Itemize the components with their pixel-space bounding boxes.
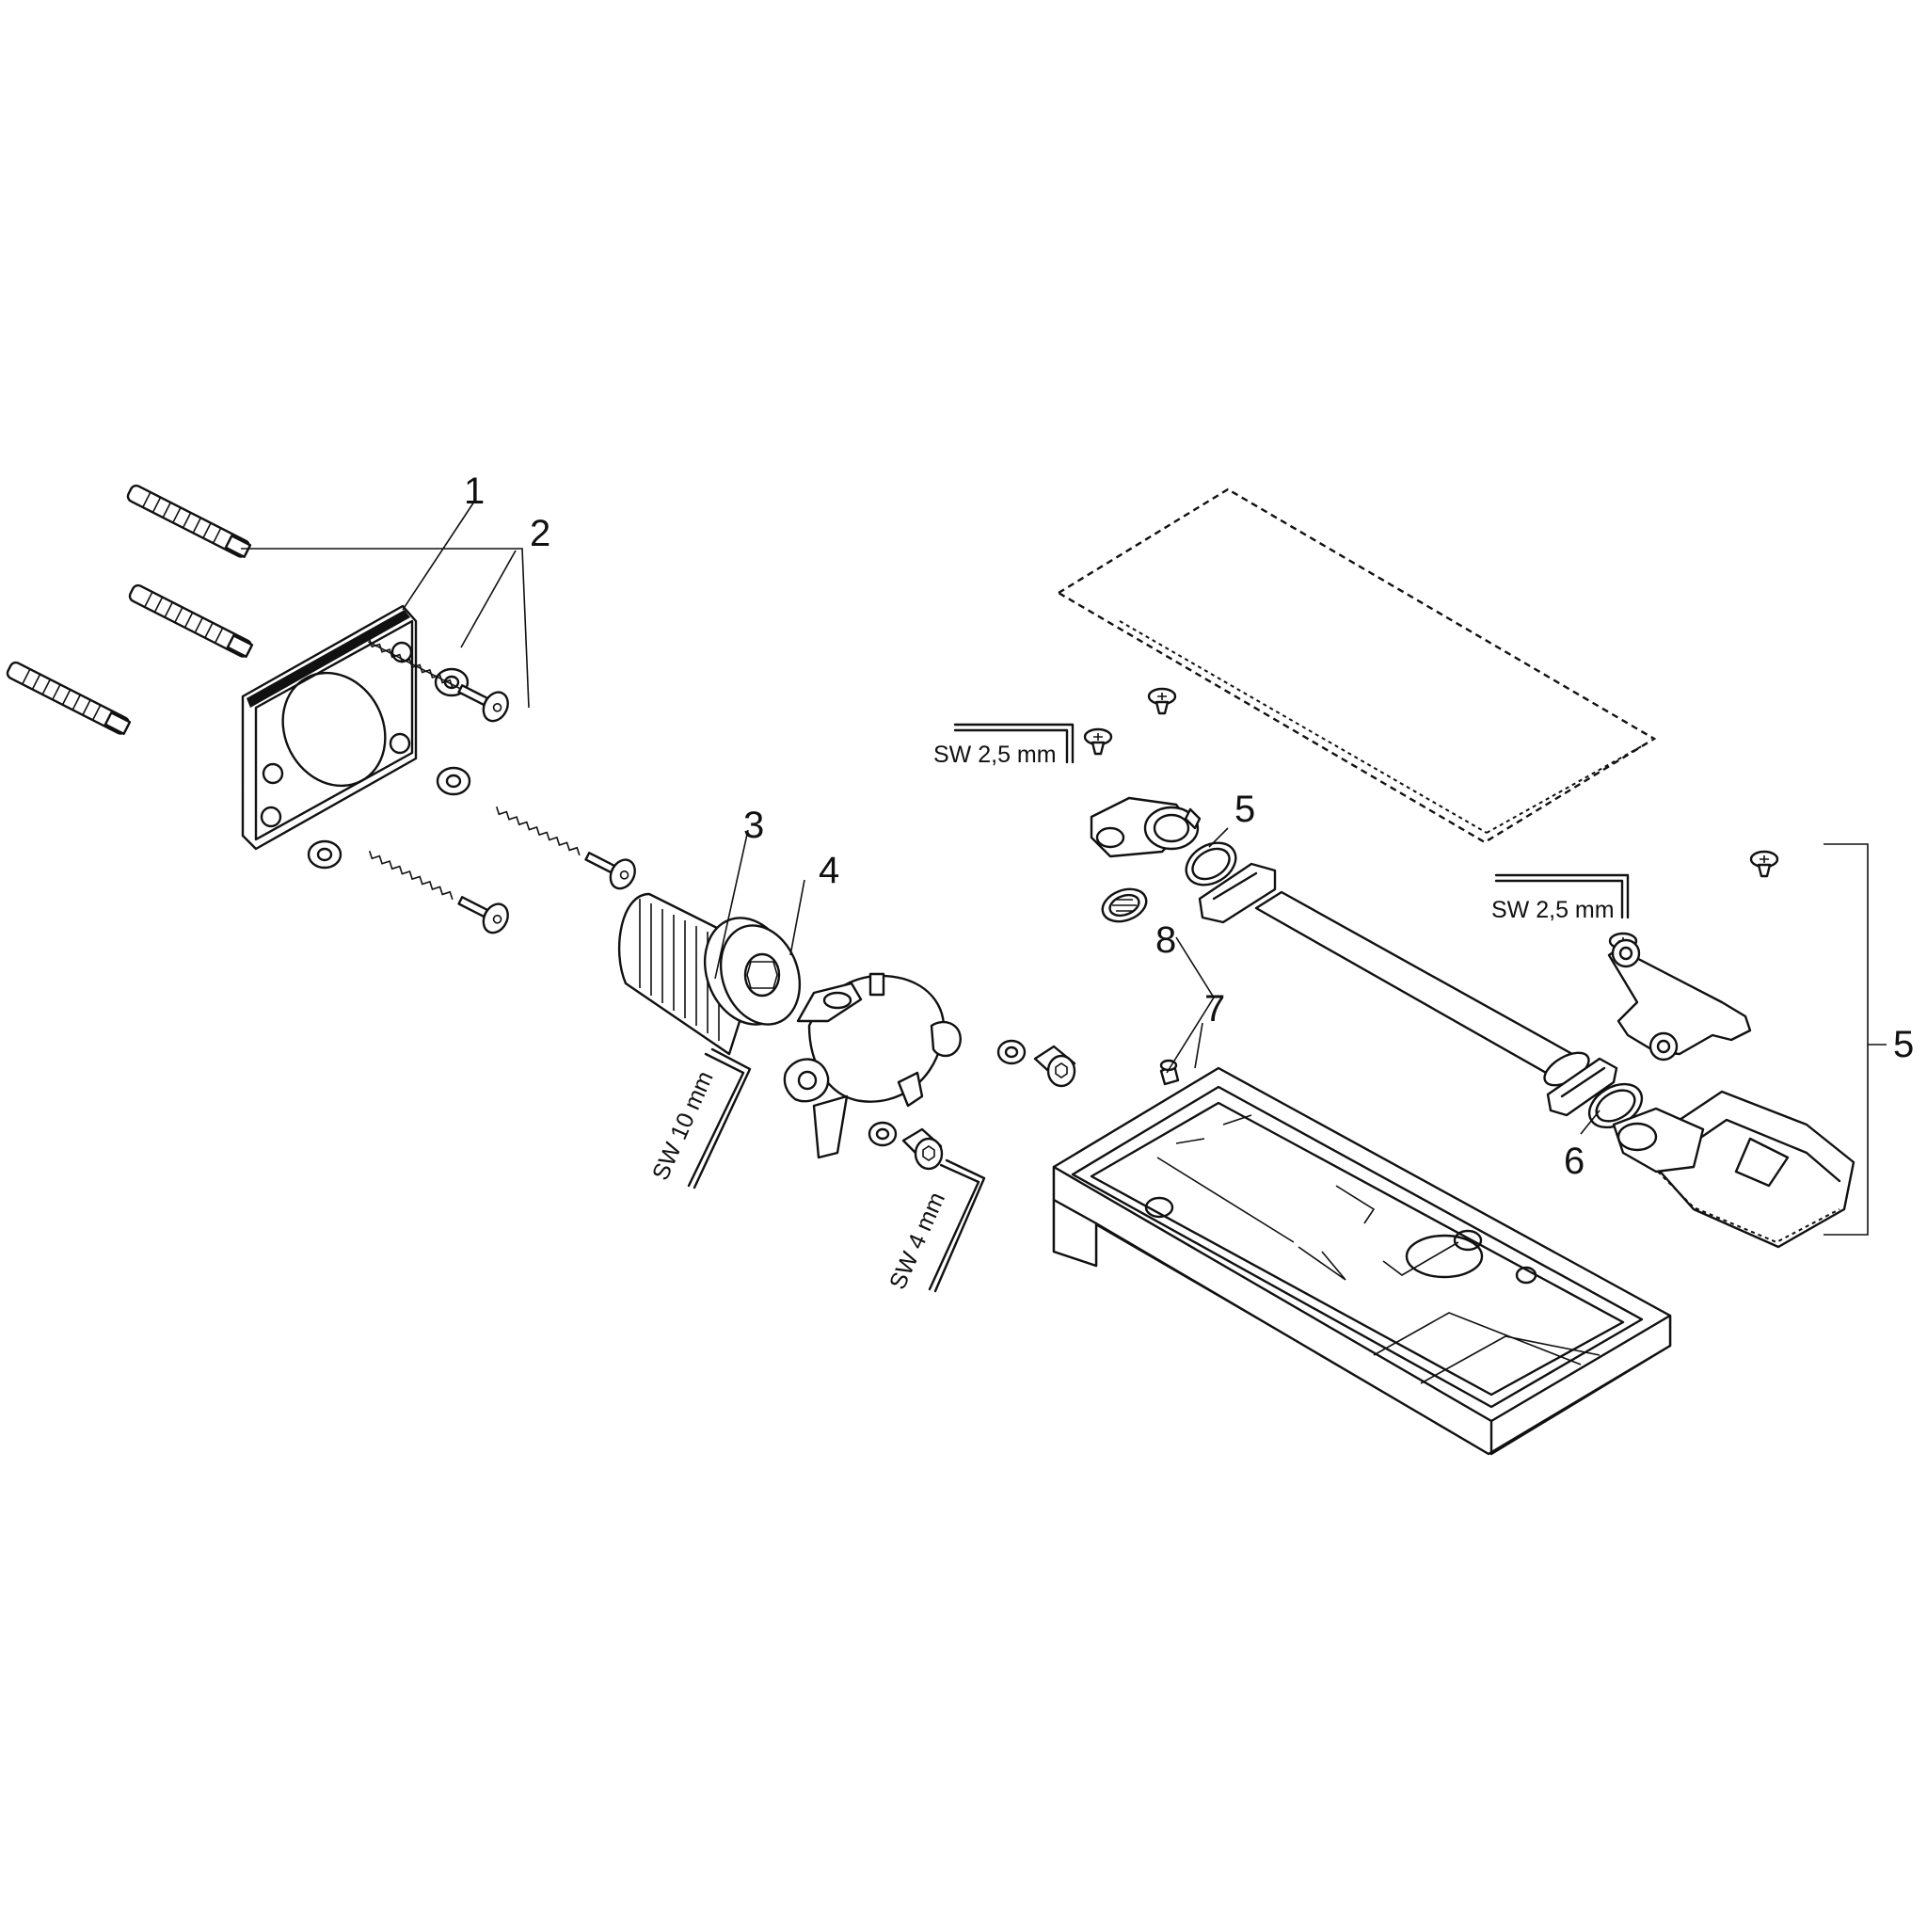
callout-2: 2 — [530, 513, 550, 554]
connector-body-icon — [783, 972, 962, 1159]
washer-icon — [996, 1039, 1027, 1065]
callout-6: 6 — [1564, 1141, 1585, 1182]
wall-plug-icon — [128, 583, 254, 658]
flat-hose-icon — [1254, 890, 1590, 1087]
callout-1: 1 — [464, 471, 485, 512]
washer-icon — [307, 839, 342, 870]
grub-screw-icon — [1159, 1059, 1180, 1086]
tool-label-sw25-lower: SW 2,5 mm — [1491, 897, 1615, 923]
callout-5-upper: 5 — [1234, 789, 1255, 830]
cap-screw-icon — [1033, 1045, 1076, 1088]
countersunk-screw-icon — [1083, 727, 1113, 756]
wall-plug-icon — [6, 661, 132, 735]
cap-screw-icon — [901, 1127, 944, 1171]
threaded-nipple-icon — [617, 892, 802, 1056]
hex-key-icon — [1494, 873, 1630, 919]
aerator-icon — [1101, 887, 1148, 923]
washer-icon — [868, 1121, 898, 1147]
hex-key-icon — [928, 1158, 986, 1293]
hex-key-icon — [953, 723, 1075, 764]
spout-body-icon — [1052, 1066, 1672, 1456]
wall-plug-icon — [126, 484, 252, 558]
tool-label-sw25-upper: SW 2,5 mm — [933, 742, 1057, 768]
leader-lines — [241, 498, 1887, 1236]
callout-4: 4 — [819, 850, 839, 891]
wood-screw-icon — [368, 850, 509, 934]
tool-label-sw10: SW 10 mm — [647, 1067, 719, 1184]
wood-screw-icon — [367, 638, 509, 723]
callout-3: 3 — [743, 805, 764, 846]
hose-clip-icon — [1198, 862, 1277, 924]
hose-clip-icon — [1090, 796, 1202, 858]
o-ring-icon — [1185, 841, 1237, 886]
callout-7: 7 — [1204, 988, 1225, 1030]
countersunk-screw-icon — [1749, 850, 1779, 878]
mounting-plate-icon — [241, 604, 418, 851]
hose-clip-icon — [1546, 1057, 1618, 1117]
callout-5-right: 5 — [1893, 1024, 1914, 1065]
countersunk-screw-icon — [1147, 687, 1177, 715]
outlet-insert-icon — [1612, 1090, 1855, 1249]
spout-cover-plate-icon — [1056, 487, 1657, 844]
seal-gasket-icon — [1607, 938, 1752, 1062]
washer-icon — [436, 766, 471, 796]
callout-8: 8 — [1155, 919, 1176, 961]
wood-screw-icon — [495, 806, 636, 890]
hex-key-icon — [687, 1047, 752, 1190]
